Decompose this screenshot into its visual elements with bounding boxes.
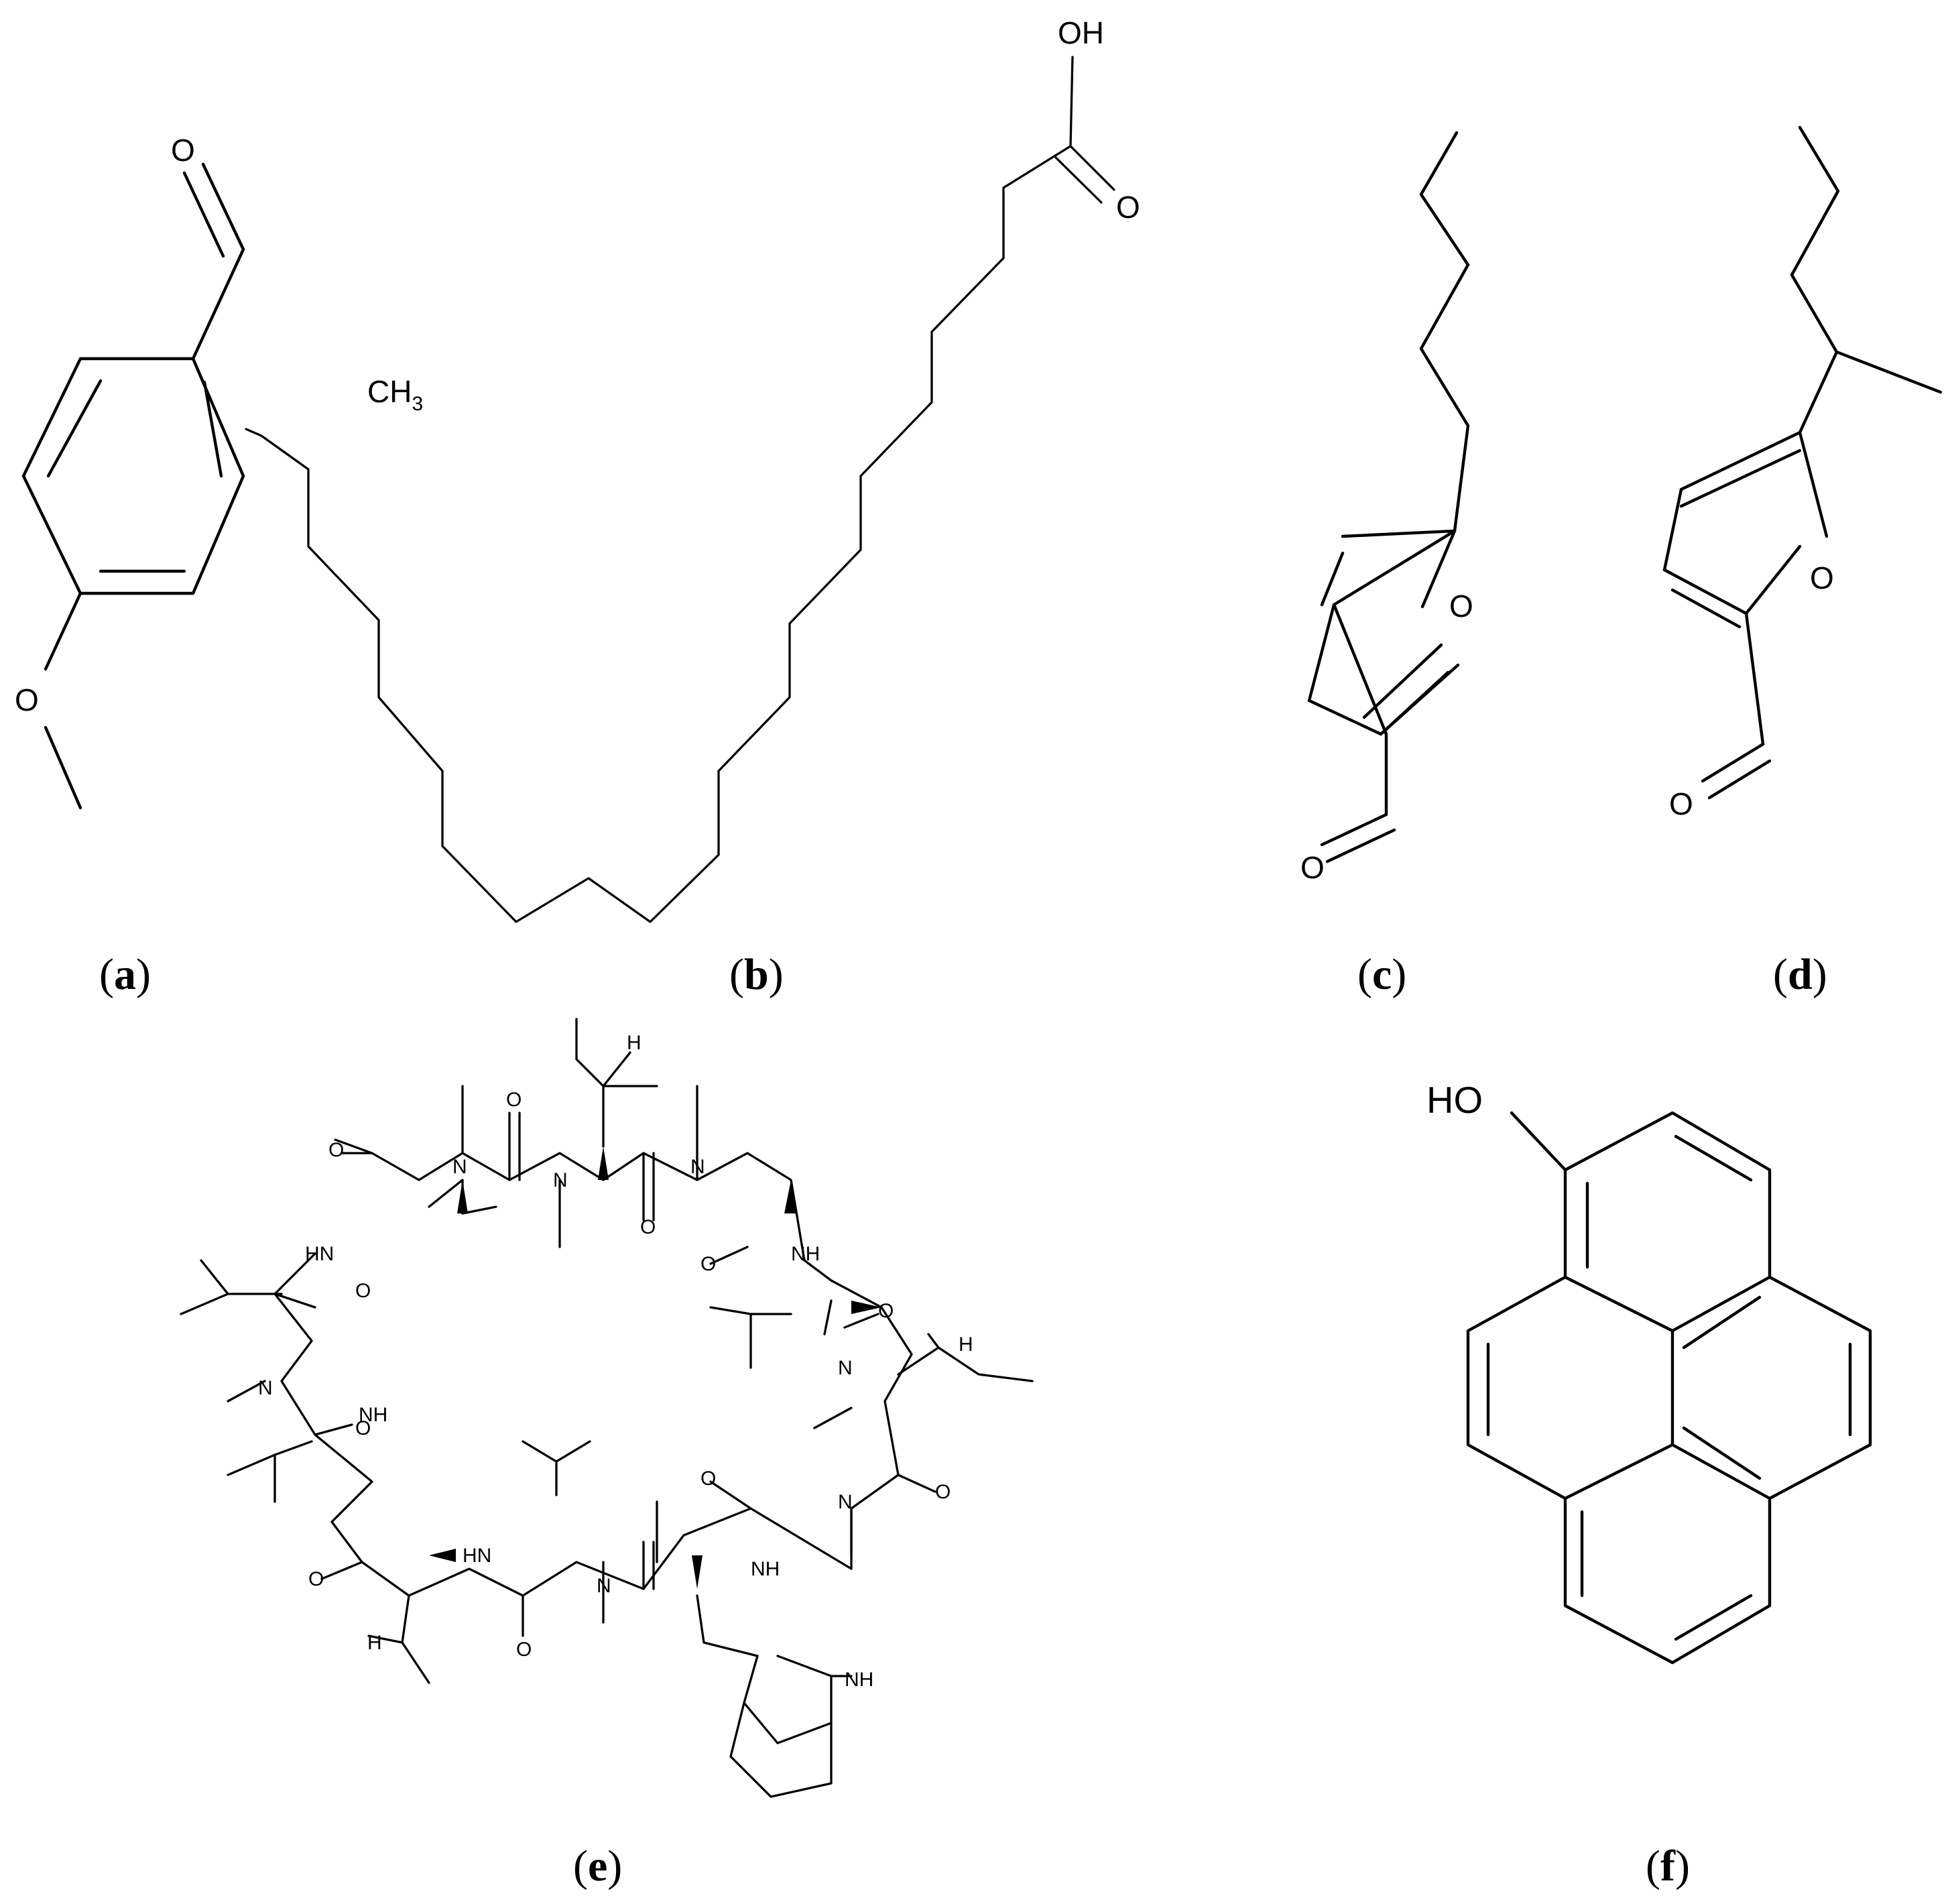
atom-o-7: O	[700, 1468, 716, 1490]
atom-o-9: O	[308, 1568, 324, 1590]
atom-amide-nh-4: HN	[463, 1545, 491, 1567]
atom-o-11: O	[355, 1417, 371, 1439]
caption-e: (e)	[573, 1842, 622, 1891]
atom-n-2: N	[553, 1169, 568, 1191]
atom-n-5: N	[838, 1491, 853, 1513]
caption-c: (c)	[1357, 950, 1406, 999]
atom-methyl-terminal: CH3	[367, 374, 423, 415]
atom-h-3: H	[367, 1632, 382, 1654]
structure-e-cyclic-depsipeptide: N N N N N N N HN NH NH HN NH NH O O O O …	[180, 1018, 1034, 1798]
atom-amide-nh-1: HN	[305, 1243, 334, 1265]
atom-n-6: N	[597, 1575, 611, 1597]
atom-amide-nh-5: NH	[751, 1558, 780, 1580]
atom-indole-nh: NH	[845, 1669, 873, 1691]
atom-o-8: O	[516, 1639, 532, 1661]
structure-c-pentylfurfural: O O	[1300, 131, 1473, 885]
atom-oxygen-aldehyde: O	[1300, 850, 1325, 885]
atom-amide-nh-3: NH	[359, 1404, 387, 1426]
atom-oxygen-methoxy: O	[15, 682, 39, 717]
atom-h-2: H	[959, 1333, 973, 1356]
atom-o-1: O	[328, 1139, 344, 1161]
atom-o-3: O	[640, 1216, 656, 1238]
atom-oxygen-furan: O	[1810, 560, 1834, 595]
atom-hydroxyl-acid: OH	[1058, 15, 1104, 50]
caption-f: (f)	[1646, 1842, 1690, 1891]
atom-o-2: O	[506, 1089, 522, 1111]
atom-o-4: O	[700, 1253, 716, 1275]
structure-d-methylbutylfurfural: O O	[1662, 125, 1943, 821]
atom-o-10: O	[355, 1280, 371, 1302]
atom-n-3: N	[690, 1156, 705, 1178]
structure-b-fatty-acid: OH O CH3	[245, 15, 1140, 923]
atom-oxygen-furan: O	[1449, 589, 1473, 623]
atom-n-4: N	[838, 1357, 853, 1379]
atom-oxygen-carbonyl: O	[1116, 190, 1140, 225]
atom-h-1: H	[627, 1032, 642, 1054]
structure-f-hydroxypyrene: HO	[1426, 1079, 1872, 1665]
structure-a-anisaldehyde: O O	[15, 133, 245, 810]
atom-oxygen-aldehyde: O	[171, 133, 195, 168]
atom-o-5: O	[878, 1300, 894, 1322]
atom-amide-nh-2: NH	[791, 1243, 820, 1265]
atom-hydroxyl: HO	[1426, 1079, 1483, 1121]
caption-b: (b)	[729, 950, 784, 999]
atom-oxygen-aldehyde: O	[1669, 786, 1693, 821]
atom-n-1: N	[452, 1156, 467, 1178]
atom-o-6: O	[935, 1481, 951, 1503]
caption-d: (d)	[1773, 950, 1827, 999]
caption-a: (a)	[99, 950, 151, 999]
atom-n-7: N	[258, 1377, 273, 1399]
